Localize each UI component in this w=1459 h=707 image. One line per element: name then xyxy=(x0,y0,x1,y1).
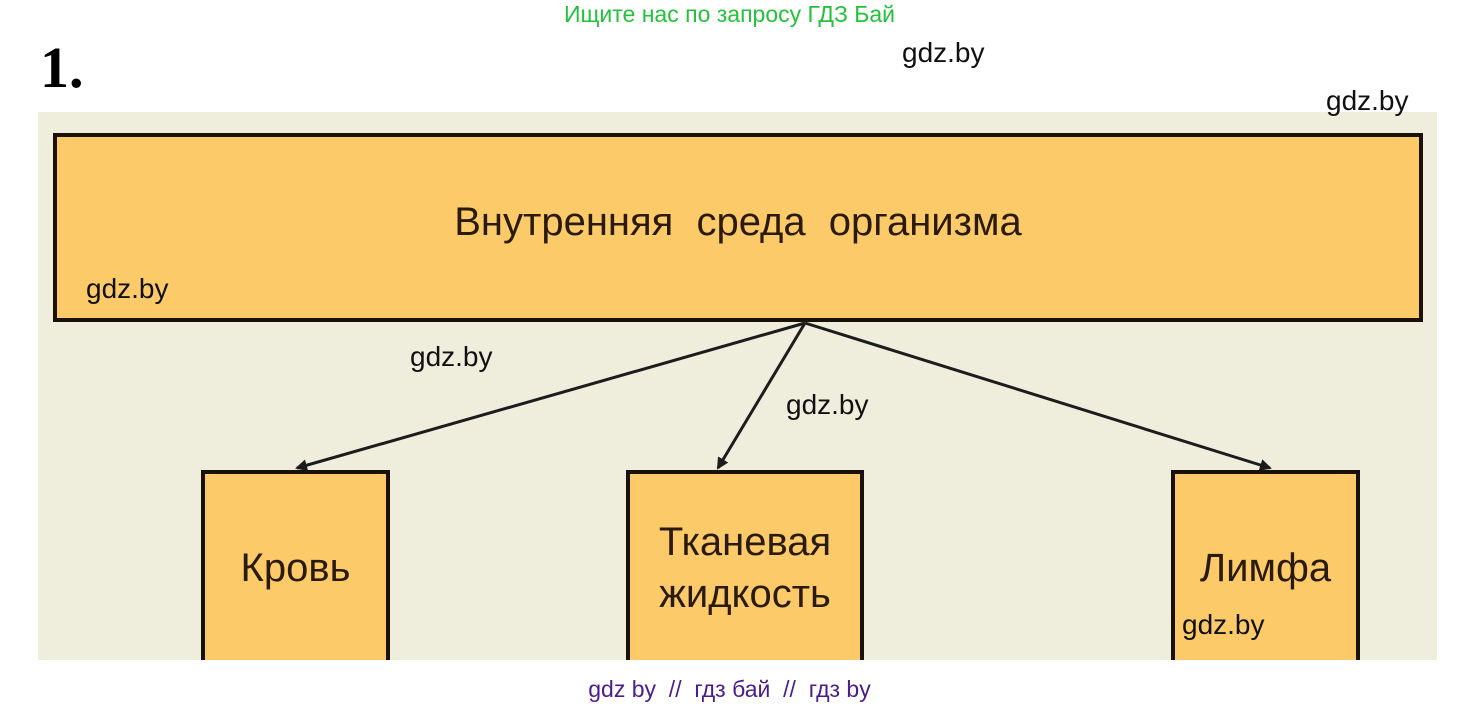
task-number: 1. xyxy=(40,35,84,100)
watermark: gdz.by xyxy=(1182,609,1265,640)
root-label: Внутренняя среда организма xyxy=(454,199,1022,244)
child-box-blood: Кровь xyxy=(201,470,390,665)
child-label-tissue-line2: жидкость xyxy=(659,571,831,616)
child-label-lymph: Лимфа xyxy=(1199,545,1332,590)
footer-ad-text: gdz by // гдз бай // гдз by xyxy=(588,676,871,702)
watermark: gdz.by xyxy=(86,273,169,304)
child-box-tissue-fluid: Тканевая жидкость xyxy=(626,470,864,665)
watermark: gdz.by xyxy=(786,389,869,420)
watermark: gdz.by xyxy=(410,341,493,372)
child-box-lymph: Лимфа xyxy=(1171,470,1360,665)
watermark: gdz.by xyxy=(902,37,985,68)
child-label-blood: Кровь xyxy=(240,545,351,590)
header-ad-text: Ищите нас по запросу ГДЗ Бай xyxy=(563,1,896,27)
bottom-crop xyxy=(38,660,1437,707)
child-label-tissue-line1: Тканевая xyxy=(658,519,832,564)
watermark: gdz.by xyxy=(1326,85,1409,116)
root-box: Внутренняя среда организма xyxy=(53,133,1423,322)
